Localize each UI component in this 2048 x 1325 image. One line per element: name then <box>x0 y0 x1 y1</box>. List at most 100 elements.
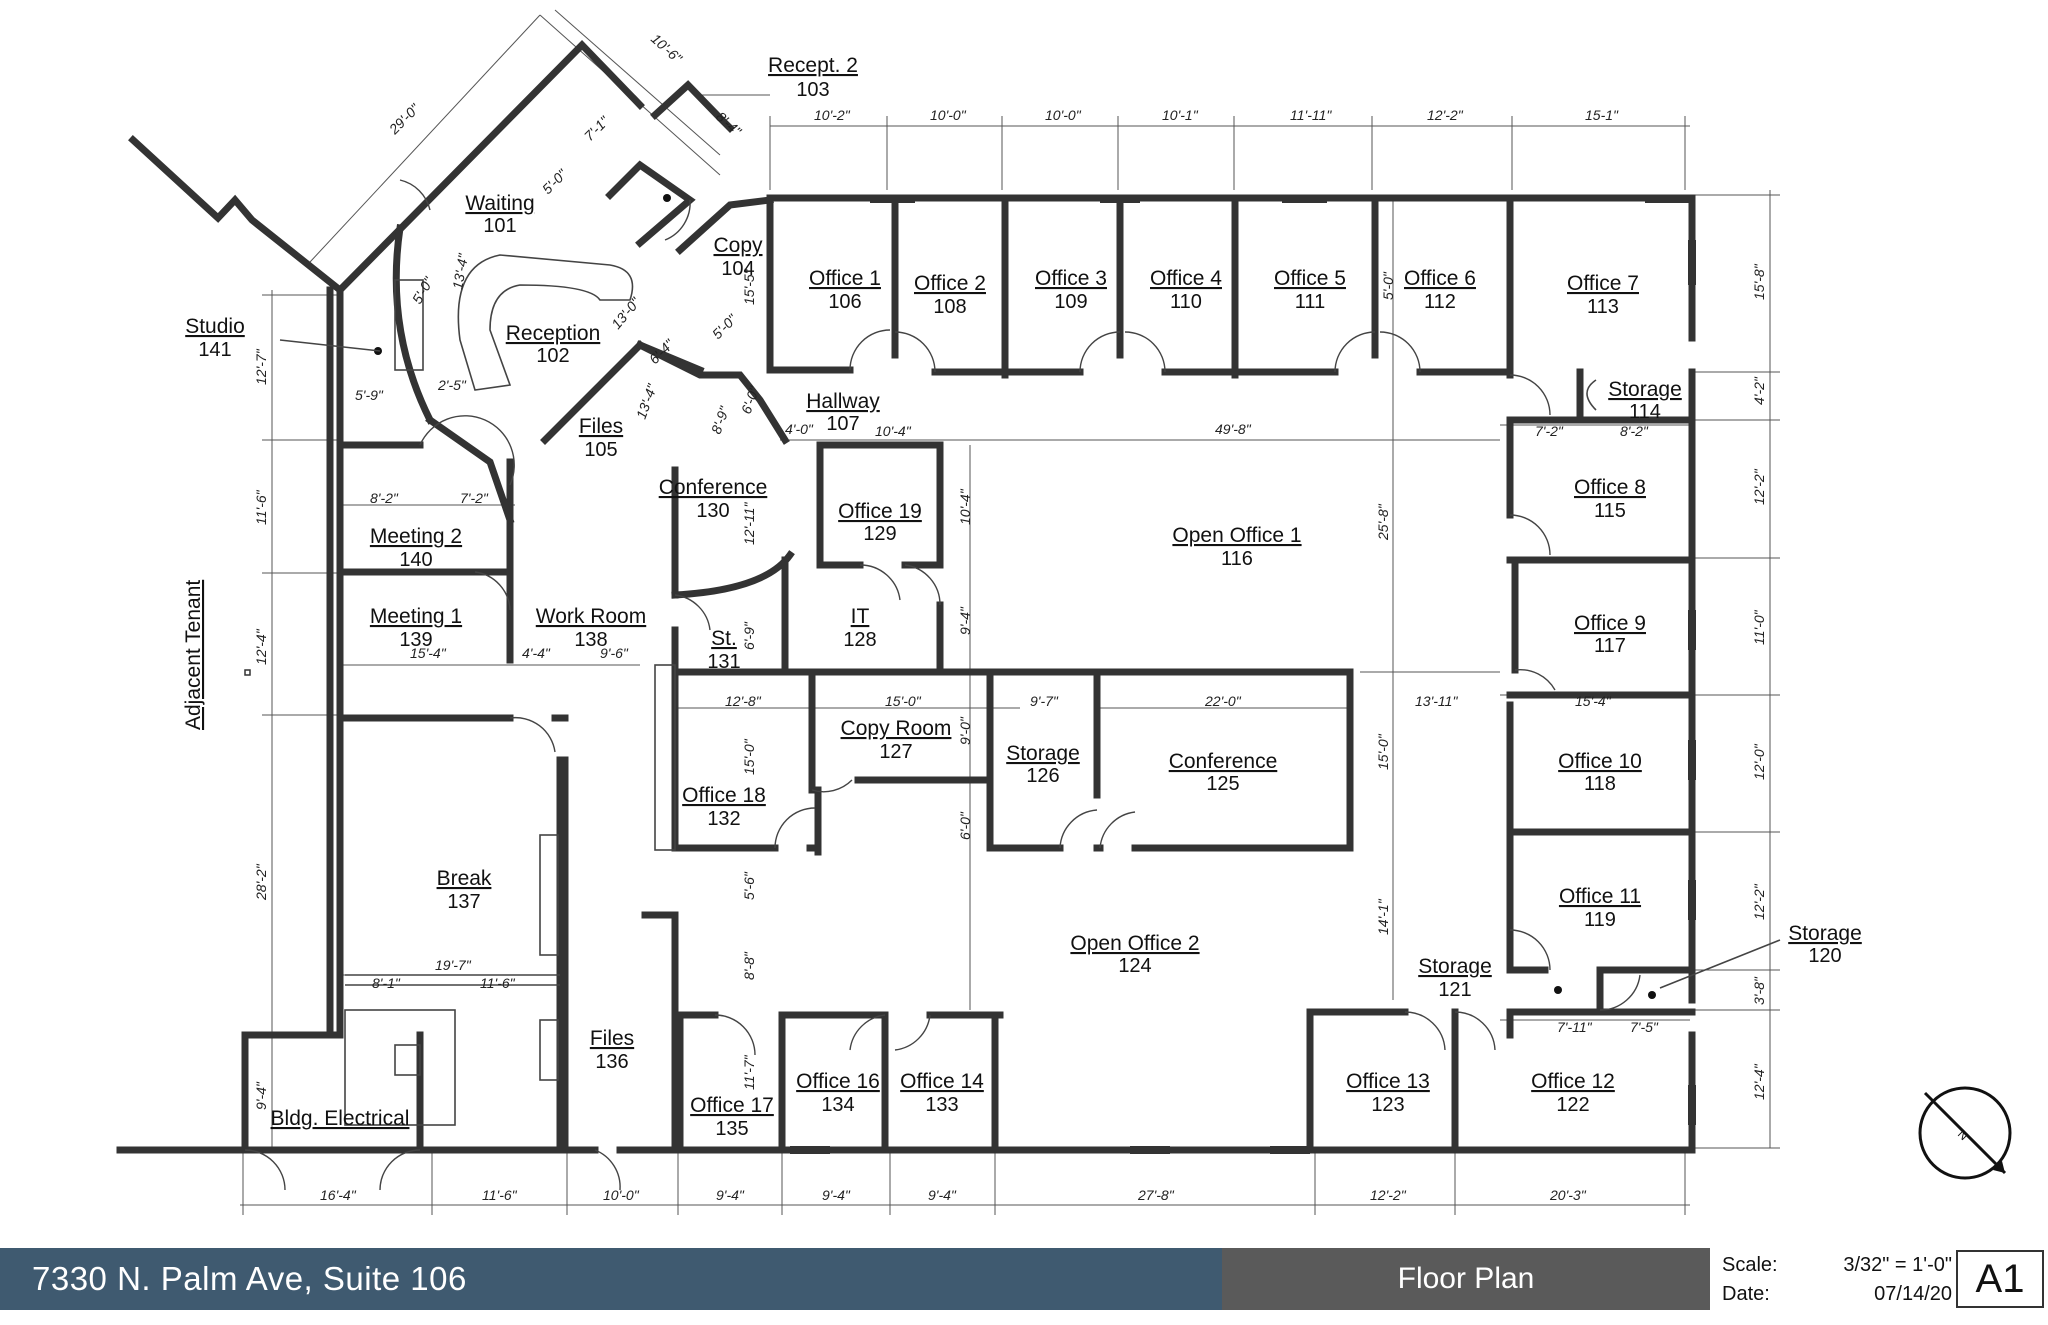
svg-text:101: 101 <box>483 215 516 237</box>
dim-label: 10'-6" <box>648 30 686 66</box>
svg-text:Copy: Copy <box>713 234 763 257</box>
dim-label: 11'-7" <box>741 1054 757 1090</box>
svg-text:133: 133 <box>925 1094 958 1116</box>
svg-text:131: 131 <box>707 651 740 673</box>
dim-label: 5'-0" <box>539 165 571 197</box>
svg-text:Open Office 2: Open Office 2 <box>1070 932 1199 955</box>
svg-text:121: 121 <box>1438 979 1471 1001</box>
dim-label: 3'-8" <box>1751 976 1767 1005</box>
dim-label: 12'-7" <box>253 348 269 385</box>
dim-label: 8'-2" <box>1620 423 1649 439</box>
svg-text:128: 128 <box>843 629 876 651</box>
dim-label: 10'-0" <box>1045 107 1082 123</box>
dim-label: 7'-1" <box>581 112 613 144</box>
svg-text:137: 137 <box>447 891 480 913</box>
svg-text:Bldg. Electrical: Bldg. Electrical <box>271 1107 410 1130</box>
svg-text:124: 124 <box>1118 955 1151 977</box>
dim-label: 9'-4" <box>822 1187 851 1203</box>
svg-text:Office 9: Office 9 <box>1574 612 1646 635</box>
dim-label: 8'-9" <box>708 403 733 436</box>
svg-text:Office 3: Office 3 <box>1035 267 1107 290</box>
dim-label: 13'-4" <box>449 252 471 291</box>
svg-text:102: 102 <box>536 345 569 367</box>
dim-label: 12'-2" <box>1370 1187 1407 1203</box>
svg-text:Office 8: Office 8 <box>1574 476 1646 499</box>
dim-label: 15'-8" <box>1751 263 1767 300</box>
dim-label: 9'-7" <box>1030 693 1059 709</box>
svg-text:Office 17: Office 17 <box>690 1094 774 1117</box>
fixtures <box>279 194 1781 1126</box>
dim-label: 7'-5" <box>1630 1019 1659 1035</box>
dim-label: 12'-4" <box>253 628 269 665</box>
dim-label: 13'-4" <box>633 381 661 421</box>
dim-label: 8'-1" <box>372 975 401 991</box>
svg-text:Storage: Storage <box>1418 955 1492 978</box>
svg-text:139: 139 <box>399 629 432 651</box>
svg-text:115: 115 <box>1594 500 1626 522</box>
svg-text:Copy Room: Copy Room <box>841 717 952 740</box>
svg-text:Office 18: Office 18 <box>682 784 766 807</box>
svg-text:Storage: Storage <box>1788 922 1862 945</box>
svg-text:122: 122 <box>1556 1094 1589 1116</box>
dim-label: 6'-0" <box>957 811 973 840</box>
svg-text:Office 19: Office 19 <box>838 500 922 523</box>
svg-text:112: 112 <box>1424 291 1456 313</box>
dim-label: 13'-11" <box>1415 693 1458 709</box>
svg-text:Recept. 2: Recept. 2 <box>768 54 858 77</box>
project-address: 7330 N. Palm Ave, Suite 106 <box>32 1260 467 1297</box>
svg-text:Meeting 2: Meeting 2 <box>370 525 462 548</box>
svg-text:Studio: Studio <box>185 315 245 338</box>
dim-label: 7'-2" <box>460 490 489 506</box>
dim-label: 11'-11" <box>1290 107 1332 123</box>
dim-label: 5'-0" <box>409 273 437 306</box>
svg-text:117: 117 <box>1594 635 1626 657</box>
svg-text:Work Room: Work Room <box>536 605 646 628</box>
svg-text:116: 116 <box>1221 548 1253 570</box>
dim-label: 4'-4" <box>522 645 551 661</box>
dim-label: 5'-9" <box>355 387 384 403</box>
svg-text:107: 107 <box>826 413 859 435</box>
svg-text:Files: Files <box>579 415 623 438</box>
dim-label: 20'-3" <box>1549 1187 1587 1203</box>
dim-label: 27'-8" <box>1137 1187 1175 1203</box>
dim-label: 19'-7" <box>435 957 472 973</box>
svg-text:Office 12: Office 12 <box>1531 1070 1615 1093</box>
svg-text:127: 127 <box>879 741 912 763</box>
svg-text:Storage: Storage <box>1608 378 1682 401</box>
dim-label: 5'-0" <box>1380 271 1396 300</box>
dim-label: 12'-11" <box>741 502 757 545</box>
dim-label: 8'-8" <box>741 951 757 980</box>
dim-label: 12'-4" <box>1751 1063 1767 1100</box>
dim-label: 14'-1" <box>1375 898 1391 935</box>
svg-text:N: N <box>1955 1127 1971 1143</box>
svg-text:Office 1: Office 1 <box>809 267 881 290</box>
dim-label: 4'-0" <box>785 421 814 437</box>
svg-text:129: 129 <box>863 523 896 545</box>
svg-text:111: 111 <box>1295 291 1325 313</box>
svg-text:Office 6: Office 6 <box>1404 267 1476 290</box>
scale-label: Scale: <box>1722 1254 1778 1276</box>
dim-label: 12'-0" <box>1751 743 1767 780</box>
svg-text:Hallway: Hallway <box>806 390 880 413</box>
dim-label: 9'-4" <box>716 1187 745 1203</box>
svg-text:119: 119 <box>1584 909 1616 931</box>
date-value: 07/14/20 <box>1874 1283 1952 1305</box>
dim-label: 10'-0" <box>603 1187 640 1203</box>
